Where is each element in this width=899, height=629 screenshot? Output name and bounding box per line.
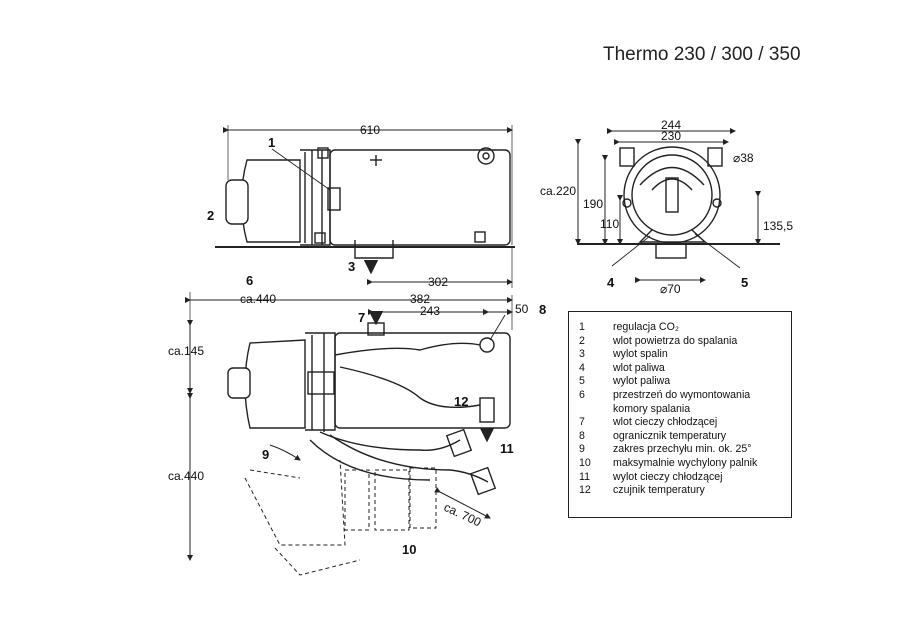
dim-302: 302 xyxy=(428,275,448,289)
legend-number: 1 xyxy=(579,321,585,333)
legend-item: 3 wylot spalin xyxy=(569,348,791,362)
dim-230: 230 xyxy=(661,129,681,143)
side-view xyxy=(215,125,515,288)
dim-610: 610 xyxy=(360,123,380,137)
legend-text: wylot paliwa xyxy=(613,375,671,388)
dim-135: 135,5 xyxy=(763,219,793,233)
legend-text: ogranicznik temperatury xyxy=(613,429,727,442)
page-title: Thermo 230 / 300 / 350 xyxy=(603,44,801,65)
legend-text: przestrzeń do wymontowania komory spalan… xyxy=(613,388,751,415)
dim-ca440-horiz: ca.440 xyxy=(240,292,276,306)
legend-item: 5 wylot paliwa xyxy=(569,375,791,389)
dim-50: 50 xyxy=(515,302,529,316)
legend-text: czujnik temperatury xyxy=(613,484,705,497)
legend-number: 3 xyxy=(579,348,585,361)
callout-3: 3 xyxy=(348,259,355,274)
dim-244: 244 xyxy=(661,118,681,132)
callout-10: 10 xyxy=(402,542,416,557)
legend-item: 6 przestrzeń do wymontowania komory spala… xyxy=(569,389,791,416)
callout-8: 8 xyxy=(539,302,546,317)
legend-text: wlot paliwa xyxy=(613,361,665,374)
callout-6: 6 xyxy=(246,273,253,288)
dim-382: 382 xyxy=(410,292,430,306)
legend-number: 9 xyxy=(579,443,585,456)
callout-9: 9 xyxy=(262,447,269,462)
legend-text: wlot powietrza do spalania xyxy=(613,334,738,347)
legend-item: 12 czujnik temperatury xyxy=(569,484,791,498)
legend-number: 7 xyxy=(579,416,585,429)
callout-labels: 1 2 3 4 5 6 7 8 9 10 11 12 xyxy=(207,135,748,557)
callout-4: 4 xyxy=(607,275,615,290)
legend-item: 4 wlot paliwa xyxy=(569,362,791,376)
legend-number: 4 xyxy=(579,361,585,374)
legend-list: 1 regulacja CO₂ 2 wlot powietrza do spalan… xyxy=(569,312,791,498)
legend-text: maksymalnie wychylony palnik xyxy=(613,456,758,469)
legend-number: 8 xyxy=(579,429,585,442)
legend-number: 6 xyxy=(579,388,585,401)
legend-number: 10 xyxy=(579,456,591,469)
dim-ca700: ca. 700 xyxy=(442,500,484,529)
end-view xyxy=(575,128,780,283)
dimension-labels: 610 302 382 ca.440 243 50 ca.145 ca.440 … xyxy=(168,118,793,529)
legend-text: wylot spalin xyxy=(613,348,668,361)
legend-number: 2 xyxy=(579,334,585,347)
legend-text: regulacja CO₂ xyxy=(613,321,679,333)
legend-item: 2 wlot powietrza do spalania xyxy=(569,335,791,349)
legend-item: 9 zakres przechyłu min. ok. 25° xyxy=(569,443,791,457)
legend-number: 12 xyxy=(579,484,591,497)
legend-number: 11 xyxy=(579,470,590,483)
legend-item: 11 wylot cieczy chłodzącej xyxy=(569,471,791,485)
legend-item: 10 maksymalnie wychylony palnik xyxy=(569,457,791,471)
callout-12: 12 xyxy=(454,394,468,409)
top-view xyxy=(185,292,513,576)
legend-box: 1 regulacja CO₂ 2 wlot powietrza do spalan… xyxy=(568,311,792,518)
callout-11: 11 xyxy=(500,441,514,456)
legend-text: wylot cieczy chłodzącej xyxy=(613,470,723,483)
callout-1: 1 xyxy=(268,135,275,150)
dim-dia38: ⌀38 xyxy=(733,151,754,165)
callout-2: 2 xyxy=(207,208,214,223)
dim-ca220: ca.220 xyxy=(540,184,576,198)
legend-item: 8 ogranicznik temperatury xyxy=(569,430,791,444)
callout-7: 7 xyxy=(358,310,365,325)
legend-item: 1 regulacja CO₂ xyxy=(569,321,791,335)
legend-text: wlot cieczy chłodzącej xyxy=(613,416,718,429)
legend-number: 5 xyxy=(579,375,585,388)
dim-ca145: ca.145 xyxy=(168,344,204,358)
dim-110: 110 xyxy=(600,217,619,231)
legend-item: 7 wlot cieczy chłodzącej xyxy=(569,416,791,430)
callout-5: 5 xyxy=(741,275,748,290)
legend-text: zakres przechyłu min. ok. 25° xyxy=(613,443,752,456)
dim-190: 190 xyxy=(583,197,603,211)
dim-243: 243 xyxy=(420,304,440,318)
dim-dia70: ⌀70 xyxy=(660,282,681,296)
dim-ca440-vert: ca.440 xyxy=(168,469,204,483)
